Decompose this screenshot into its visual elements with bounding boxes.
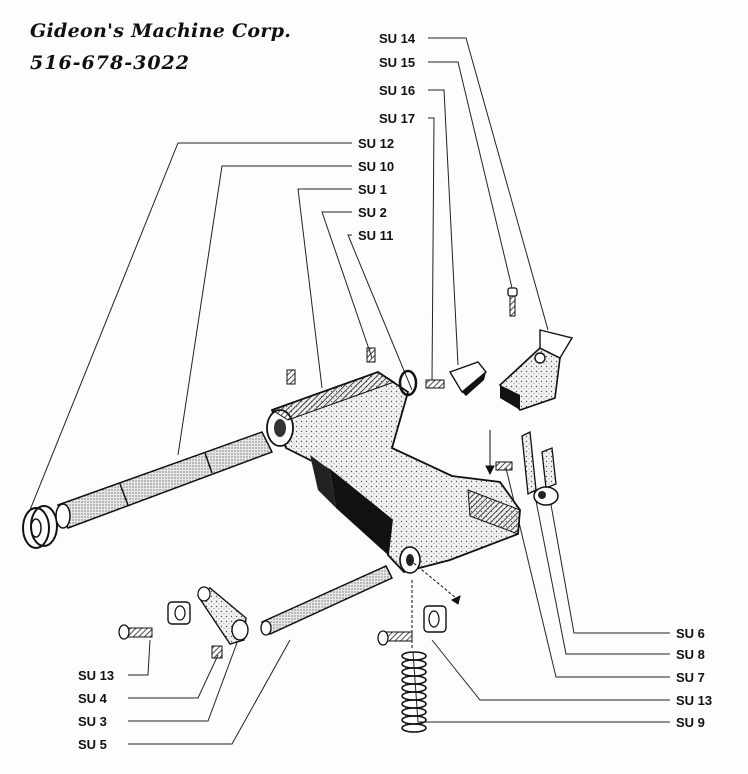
- callout-su5: SU 5: [78, 737, 107, 752]
- callout-su10: SU 10: [358, 159, 395, 174]
- screw-su4: [211, 645, 223, 659]
- screw-su15: [507, 287, 518, 317]
- shaft-su10: [55, 431, 274, 529]
- screw-su7: [495, 461, 513, 471]
- assembly-arrows: [409, 430, 495, 650]
- leader-lines: [29, 37, 670, 745]
- rod-su5: [260, 565, 394, 636]
- setscrew-su2: [286, 347, 376, 385]
- callout-su9: SU 9: [676, 715, 705, 730]
- callout-su2: SU 2: [358, 205, 387, 220]
- callout-su6: SU 6: [676, 626, 705, 641]
- callout-su3: SU 3: [78, 714, 107, 729]
- clip-su11: [398, 369, 418, 397]
- lever-su6: [533, 447, 559, 506]
- body-su1: [266, 371, 521, 574]
- spring-su9: [401, 651, 427, 733]
- bracket-su14: [498, 329, 574, 411]
- callout-su13-right: SU 13: [676, 693, 713, 708]
- callout-su14: SU 14: [379, 31, 416, 46]
- callout-su8: SU 8: [676, 647, 705, 662]
- callout-su7: SU 7: [676, 670, 705, 685]
- arm-su3: [197, 586, 249, 645]
- callout-su11: SU 11: [358, 228, 394, 243]
- company-phone: 516-678-3022: [30, 52, 190, 74]
- company-name: Gideon's Machine Corp.: [30, 20, 292, 42]
- washer-su12: [22, 505, 58, 549]
- callout-su13-left: SU 13: [78, 668, 115, 683]
- clamp-su16: [448, 361, 487, 396]
- bushing-su13-right: [377, 605, 447, 646]
- callout-su4: SU 4: [78, 691, 107, 706]
- callout-su17: SU 17: [379, 111, 416, 126]
- callout-su12: SU 12: [358, 136, 395, 151]
- bushing-su13-left: [118, 601, 191, 640]
- screw-su17: [425, 379, 445, 389]
- plate-su8: [521, 430, 537, 496]
- callout-su1: SU 1: [358, 182, 387, 197]
- callout-su16: SU 16: [379, 83, 416, 98]
- callout-su15: SU 15: [379, 55, 416, 70]
